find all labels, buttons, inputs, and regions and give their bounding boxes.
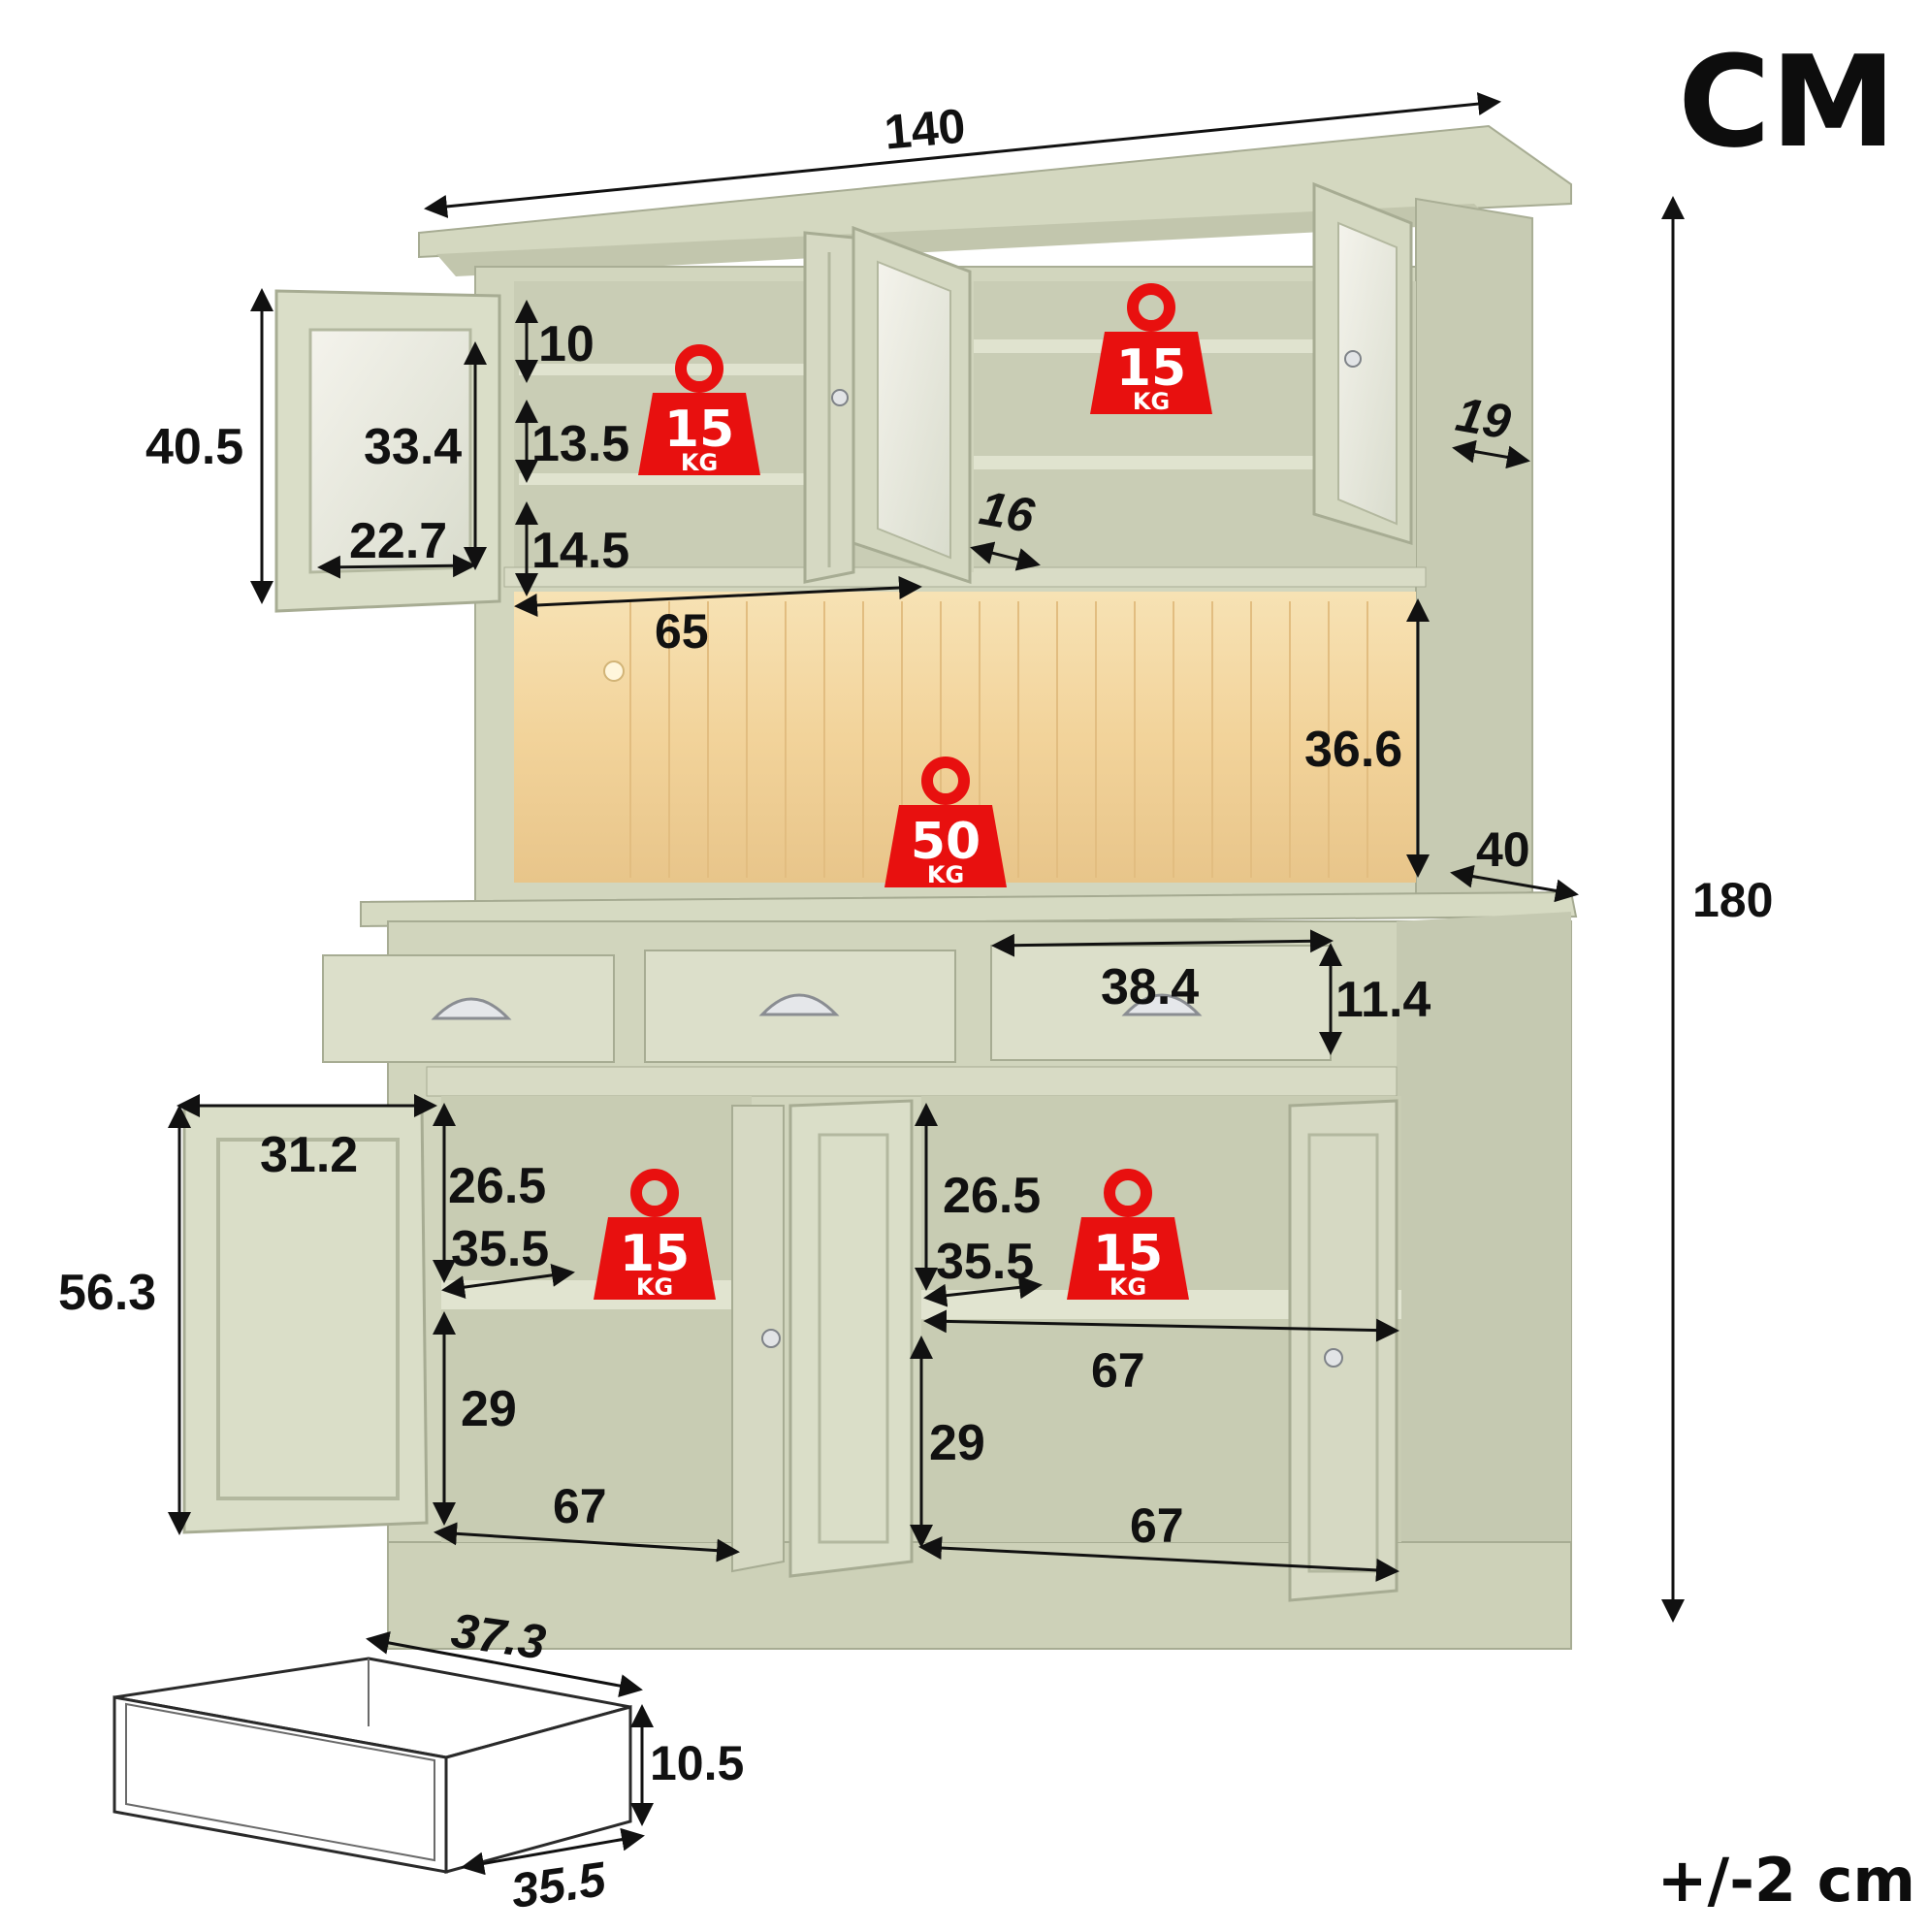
unit-label: CM xyxy=(1678,28,1896,176)
weight-badge: 15 KG xyxy=(638,344,760,476)
dim-lower-left-width: 67 xyxy=(553,1479,607,1533)
counter-top xyxy=(360,890,1578,928)
drawer-box xyxy=(113,1657,632,1874)
dim-upper-shelf-depth: 16 xyxy=(976,480,1040,543)
knob-icon xyxy=(831,389,849,406)
dimension-lines xyxy=(168,92,1685,1876)
dim-base-depth: 40 xyxy=(1476,822,1530,877)
light-icon xyxy=(603,660,625,682)
upper-door-right[interactable] xyxy=(1312,181,1413,546)
dim-upper-door-inner-height: 33.4 xyxy=(364,419,462,475)
dim-lower-right-top-height: 26.5 xyxy=(943,1168,1041,1224)
cabinet xyxy=(182,124,1578,1650)
weight-value: 15 xyxy=(1116,339,1186,398)
dim-upper-gap-mid: 13.5 xyxy=(531,416,629,472)
cup-pull-icon xyxy=(1121,993,1203,1016)
dim-lower-door-width: 31.2 xyxy=(260,1127,358,1183)
knob-icon xyxy=(761,1329,781,1348)
weight-badges: 15 KG 15 KG 50 KG 15 KG 15 KG xyxy=(594,283,1212,1301)
lower-door-center-left[interactable] xyxy=(731,1105,785,1573)
dim-overall-width: 140 xyxy=(883,99,968,160)
weight-value: 50 xyxy=(911,813,981,871)
drawer-left[interactable] xyxy=(322,954,615,1063)
weight-badge: 15 KG xyxy=(1067,1169,1189,1301)
weight-unit: KG xyxy=(636,1273,673,1301)
dim-lower-right-bottom-height: 29 xyxy=(929,1415,985,1471)
dim-lower-door-height: 56.3 xyxy=(58,1265,156,1321)
dim-upper-gap-top: 10 xyxy=(538,316,595,372)
weight-unit: KG xyxy=(1133,388,1170,415)
lower-door-right[interactable] xyxy=(1288,1099,1399,1602)
dim-top-depth: 19 xyxy=(1452,387,1515,450)
knob-icon xyxy=(1344,350,1362,368)
dim-drawer-box-depth: 35.5 xyxy=(508,1852,610,1918)
dim-overall-height: 180 xyxy=(1692,873,1773,927)
upper-door-left[interactable] xyxy=(274,289,501,613)
weight-unit: KG xyxy=(1109,1273,1146,1301)
weight-value: 15 xyxy=(1093,1225,1163,1283)
weight-unit: KG xyxy=(927,861,964,888)
weight-badge: 50 KG xyxy=(884,757,1007,888)
weight-badge: 15 KG xyxy=(594,1169,716,1301)
dim-lower-right-shelf-width: 67 xyxy=(1091,1343,1145,1398)
knob-icon xyxy=(1324,1348,1343,1368)
dim-upper-inner-width: 65 xyxy=(655,604,709,659)
dim-open-shelf-height: 36.6 xyxy=(1304,722,1402,778)
lower-door-center-right[interactable] xyxy=(761,1099,914,1578)
upper-door-center-2[interactable] xyxy=(852,225,972,585)
dim-upper-door-width: 22.7 xyxy=(349,513,447,569)
dim-drawer-box-length: 37.3 xyxy=(448,1603,549,1670)
tolerance-label: +/-2 cm xyxy=(1657,1845,1915,1916)
dim-lower-left-top-height: 26.5 xyxy=(448,1158,546,1214)
upper-door-center-1[interactable] xyxy=(803,231,855,584)
weight-badge: 15 KG xyxy=(1090,283,1212,415)
dim-drawer-box-height: 10.5 xyxy=(650,1736,744,1790)
dim-lower-left-bottom-height: 29 xyxy=(461,1381,517,1437)
dimension-labels: 140 180 19 40 40.5 33.4 22.7 10 13.5 14.… xyxy=(58,99,1773,1918)
dim-upper-gap-bottom: 14.5 xyxy=(531,523,629,579)
side-panel xyxy=(1415,197,1533,904)
dim-lower-right-shelf-depth: 35.5 xyxy=(936,1234,1034,1290)
dim-drawer-height: 11.4 xyxy=(1335,972,1431,1028)
weight-unit: KG xyxy=(681,449,718,476)
cup-pull-icon xyxy=(758,993,840,1016)
weight-value: 15 xyxy=(620,1225,690,1283)
drawer-middle[interactable] xyxy=(644,950,956,1063)
dim-lower-left-shelf-depth: 35.5 xyxy=(451,1221,549,1277)
dim-upper-door-height: 40.5 xyxy=(145,419,243,475)
lower-left-interior xyxy=(441,1096,752,1542)
dim-lower-right-width: 67 xyxy=(1130,1498,1184,1553)
drawer-right[interactable] xyxy=(990,945,1332,1061)
dim-drawer-width: 38.4 xyxy=(1101,959,1199,1015)
cup-pull-icon xyxy=(431,997,512,1020)
weight-value: 15 xyxy=(664,401,734,459)
